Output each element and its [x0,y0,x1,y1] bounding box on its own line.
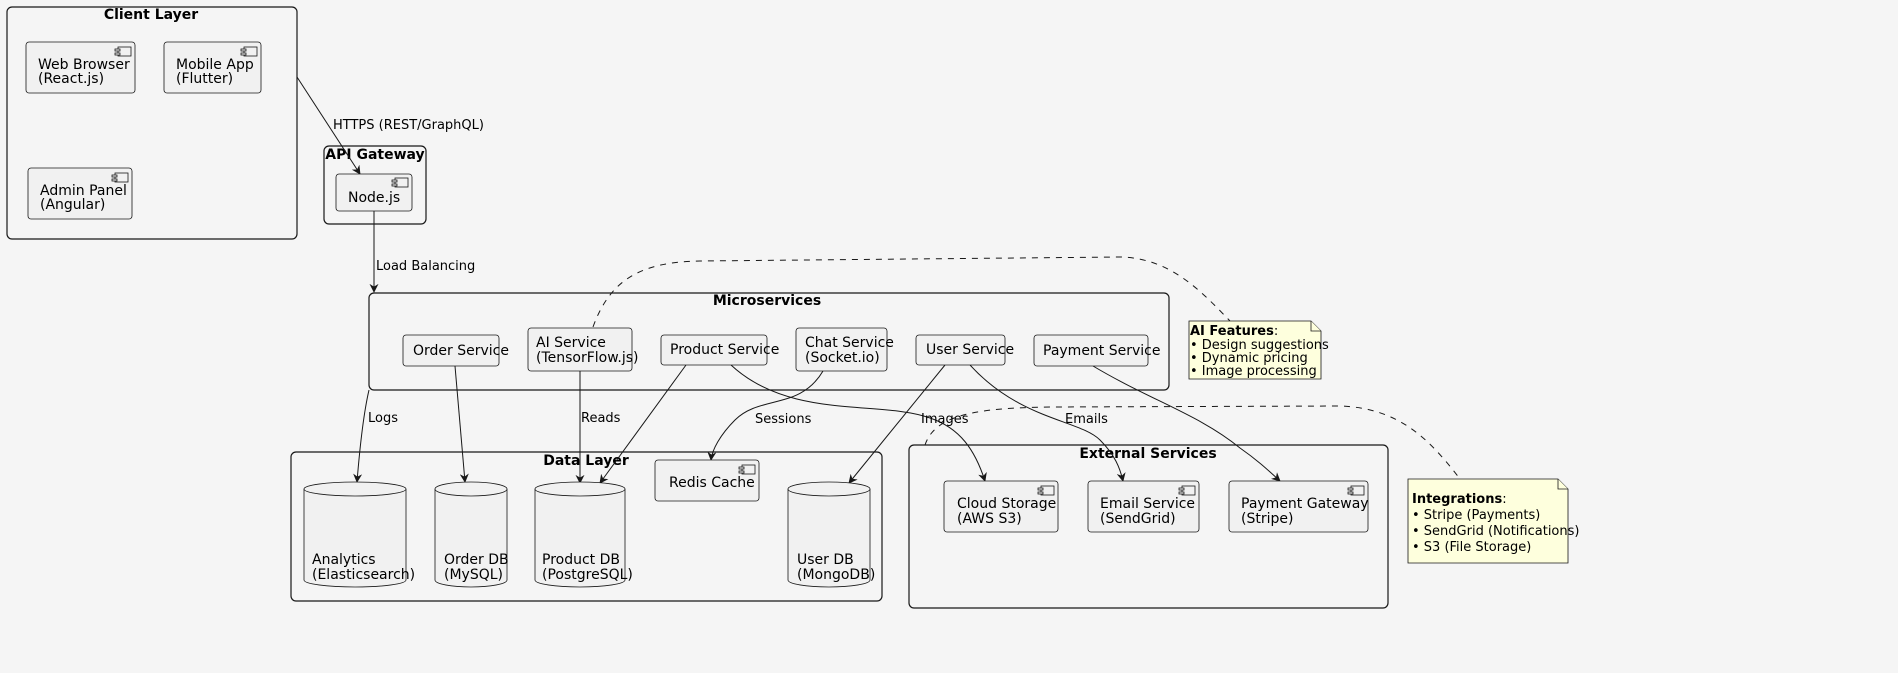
note-connectors [592,256,1461,480]
svg-text:(Angular): (Angular) [40,197,105,213]
email-service-node[interactable]: Email Service (SendGrid) [1087,480,1200,533]
analytics-db-node[interactable]: Analytics (Elasticsearch) [303,481,415,588]
svg-text:• S3 (File Storage): • S3 (File Storage) [1412,540,1531,555]
svg-text:Product Service: Product Service [670,342,779,358]
edge-product-cloud [730,364,987,482]
edge-order-orderdb [454,365,469,483]
component-icon [111,172,129,183]
svg-text:Microservices: Microservices [713,293,821,309]
order-db-node[interactable]: Order DB (MySQL) [434,481,509,588]
integrations-note: Integrations: • Stripe (Payments) • Send… [1407,478,1579,564]
web-browser-node[interactable]: Web Browser (React.js) [25,41,136,94]
ai-service-node[interactable]: AI Service (TensorFlow.js) [527,327,639,372]
label-logs: Logs [368,411,398,426]
svg-text:• Image processing: • Image processing [1190,364,1317,379]
edge-micro-analytics [353,389,370,483]
admin-panel-node[interactable]: Admin Panel (Angular) [27,167,133,220]
svg-text:Data Layer: Data Layer [543,453,629,469]
data-layer-package: Data Layer [290,451,883,602]
svg-text:Web Browser: Web Browser [38,57,130,73]
svg-text:Payment Service: Payment Service [1043,343,1160,359]
svg-text:AI Service: AI Service [536,335,606,351]
edge-user-email [969,364,1126,482]
user-service-node[interactable]: User Service [915,334,1014,366]
order-service-node[interactable]: Order Service [402,334,509,367]
component-icon [114,46,132,57]
svg-text:(React.js): (React.js) [38,71,104,87]
svg-text:• Stripe (Payments): • Stripe (Payments) [1412,508,1540,523]
component-icon [1347,485,1365,496]
mobile-app-node[interactable]: Mobile App (Flutter) [163,41,262,94]
payment-service-node[interactable]: Payment Service [1033,334,1160,367]
svg-text:Client Layer: Client Layer [104,7,198,23]
svg-text:• Design suggestions: • Design suggestions [1190,338,1329,353]
svg-text:(PostgreSQL): (PostgreSQL) [542,567,633,583]
svg-text:Cloud Storage: Cloud Storage [957,496,1056,512]
component-icon [1037,485,1055,496]
redis-cache-node[interactable]: Redis Cache [654,459,760,502]
svg-text:Chat Service: Chat Service [805,335,894,351]
label-sessions: Sessions [755,412,812,427]
svg-text:• SendGrid (Notifications): • SendGrid (Notifications) [1412,524,1579,539]
svg-text:(AWS S3): (AWS S3) [957,511,1022,527]
product-db-node[interactable]: Product DB (PostgreSQL) [534,481,633,588]
product-service-node[interactable]: Product Service [660,334,779,366]
svg-text:(TensorFlow.js): (TensorFlow.js) [536,350,639,366]
svg-text:Admin Panel: Admin Panel [40,183,127,199]
component-icon [240,46,258,57]
label-load-balancing: Load Balancing [376,259,475,274]
svg-text:(Flutter): (Flutter) [176,71,233,87]
label-images: Images [921,412,969,427]
edge-product-productdb [599,364,687,484]
svg-text:User DB: User DB [797,552,854,568]
cloud-storage-node[interactable]: Cloud Storage (AWS S3) [943,480,1059,533]
edge-payment-gateway [1092,365,1281,482]
svg-text:Redis Cache: Redis Cache [669,475,755,491]
svg-text:(Stripe): (Stripe) [1241,511,1293,527]
component-icon [738,464,756,475]
nodejs-node[interactable]: Node.js [335,173,413,212]
component-icon [391,177,409,188]
svg-text:Mobile App: Mobile App [176,57,254,73]
svg-text:AI Features:: AI Features: [1190,324,1278,339]
svg-text:API Gateway: API Gateway [325,147,424,163]
client-layer-package: Client Layer [6,6,298,240]
label-reads: Reads [581,411,621,426]
svg-text:User Service: User Service [926,342,1014,358]
svg-text:Order DB: Order DB [444,552,509,568]
label-emails: Emails [1065,412,1108,427]
edge-labels: HTTPS (REST/GraphQL) Load Balancing Logs… [333,118,1108,427]
svg-text:Order Service: Order Service [413,343,509,359]
svg-text:(SendGrid): (SendGrid) [1100,511,1176,527]
svg-text:External Services: External Services [1079,446,1216,462]
svg-text:(MySQL): (MySQL) [444,567,503,583]
svg-text:(Elasticsearch): (Elasticsearch) [312,567,415,583]
svg-text:• Dynamic pricing: • Dynamic pricing [1190,351,1308,366]
component-icon [1178,485,1196,496]
svg-text:Payment Gateway: Payment Gateway [1241,496,1369,512]
svg-text:(Socket.io): (Socket.io) [805,350,880,366]
svg-text:Integrations:: Integrations: [1412,492,1507,507]
svg-text:Analytics: Analytics [312,552,376,568]
edges [296,76,1281,484]
edge-client-gateway [296,76,361,175]
payment-gateway-node[interactable]: Payment Gateway (Stripe) [1228,480,1369,533]
ai-features-note: AI Features: • Design suggestions • Dyna… [1188,320,1329,380]
edge-user-userdb [848,364,946,484]
svg-text:(MongoDB): (MongoDB) [797,567,875,583]
svg-text:Email Service: Email Service [1100,496,1195,512]
edge-chat-redis [707,370,824,461]
svg-text:Product DB: Product DB [542,552,620,568]
label-https: HTTPS (REST/GraphQL) [333,118,484,133]
chat-service-node[interactable]: Chat Service (Socket.io) [795,327,894,372]
svg-text:Node.js: Node.js [348,190,400,206]
user-db-node[interactable]: User DB (MongoDB) [787,481,875,588]
